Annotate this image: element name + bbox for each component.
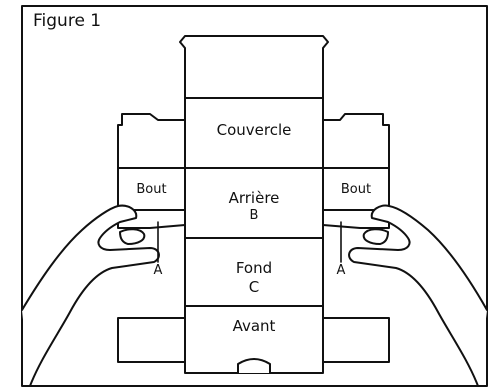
right-end-label: Bout <box>340 182 372 197</box>
bottom-notch <box>237 358 271 374</box>
figure-title: Figure 1 <box>33 11 102 31</box>
panel-fond-letter: C <box>248 278 260 296</box>
figure-frame <box>21 5 488 387</box>
right-hand-outline <box>348 204 488 387</box>
left-hand-outline <box>21 204 160 387</box>
callout-a-left: A <box>153 263 163 278</box>
panel-arriere-label: Arrière <box>228 189 280 207</box>
left-thumb <box>119 228 146 245</box>
lid-tab <box>179 35 329 99</box>
right-end-flap <box>322 113 390 169</box>
left-end-flap <box>117 113 186 169</box>
right-bout-panel <box>322 167 390 211</box>
panel-avant-label: Avant <box>232 317 276 335</box>
avant-wide-panel <box>117 317 390 363</box>
panel-arriere-letter: B <box>249 208 259 223</box>
panel-couvercle-label: Couvercle <box>216 121 292 139</box>
left-bout-panel <box>117 167 186 211</box>
callout-a-right: A <box>336 263 346 278</box>
right-thumb <box>362 228 389 245</box>
left-end-label: Bout <box>136 182 167 197</box>
panel-fond-label: Fond <box>235 259 273 277</box>
